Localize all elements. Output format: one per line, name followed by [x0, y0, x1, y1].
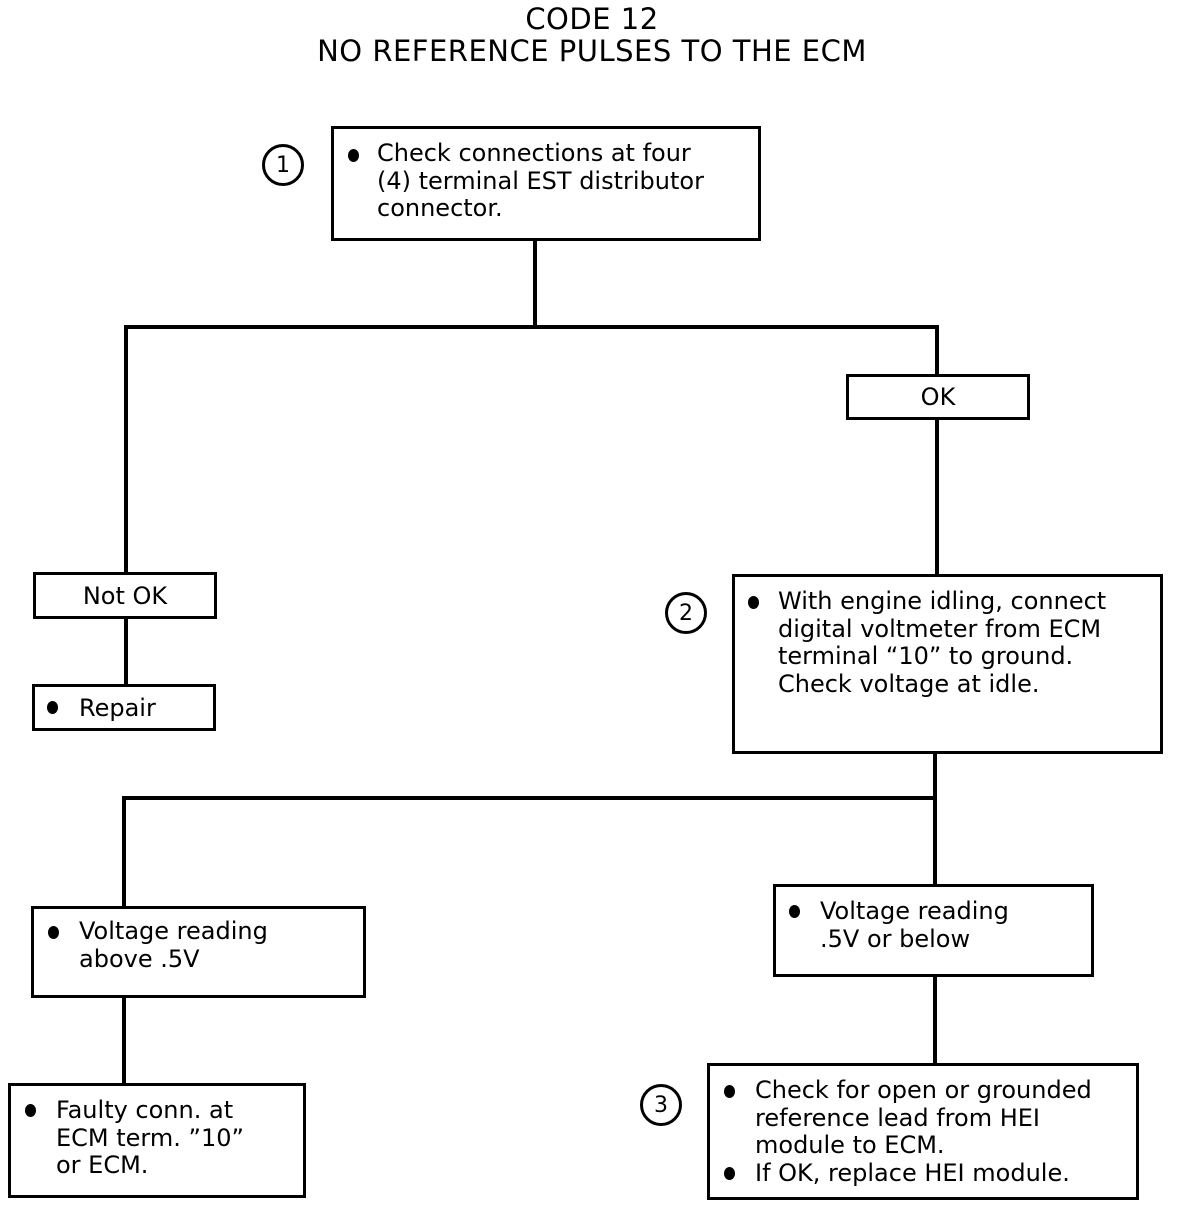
faulty-line-1: Faulty conn. at [56, 1096, 234, 1124]
step-1-line-1: Check connections at four [377, 139, 691, 167]
bullet-icon [724, 1085, 735, 1098]
voltage-above-line-2: above .5V [79, 945, 200, 973]
step-3-box: Check for open or grounded reference lea… [707, 1063, 1139, 1200]
faulty-line-2: ECM term. ”10” [56, 1123, 244, 1152]
step-3-line-1: Check for open or grounded [755, 1076, 1092, 1104]
step-3-marker: 3 [640, 1084, 682, 1126]
bullet-icon [48, 926, 59, 939]
voltage-below-line-2: .5V or below [820, 925, 971, 953]
step-2-line-3: terminal “10” to ground. [778, 642, 1074, 670]
step-3-number: 3 [654, 1092, 668, 1118]
bullet-icon [724, 1167, 735, 1180]
step-2-line-1: With engine idling, connect [778, 587, 1107, 615]
voltage-below-box: Voltage reading .5V or below [773, 884, 1094, 977]
step-1-number: 1 [276, 152, 290, 178]
repair-box: Repair [32, 684, 216, 731]
step-1-line-2: (4) terminal EST distributor [377, 166, 704, 195]
step-3-line-2: reference lead from HEI [755, 1103, 1040, 1132]
step-3-line-3: module to ECM. [755, 1131, 945, 1159]
step-3-line-4: If OK, replace HEI module. [755, 1158, 1070, 1187]
ok-box: OK [846, 374, 1030, 420]
step-2-marker: 2 [665, 592, 707, 634]
bullet-icon [748, 596, 759, 609]
step-2-box: With engine idling, connect digital volt… [732, 574, 1163, 754]
step-1-marker: 1 [262, 144, 304, 186]
diagram-title: CODE 12 [525, 2, 659, 36]
step-2-number: 2 [679, 600, 693, 626]
bullet-icon [25, 1104, 36, 1117]
step-2-line-4: Check voltage at idle. [778, 669, 1040, 698]
voltage-below-line-1: Voltage reading [820, 897, 1009, 925]
step-1-line-3: connector. [377, 194, 503, 222]
faulty-line-3: or ECM. [56, 1151, 149, 1179]
not-ok-box: Not OK [33, 572, 217, 619]
bullet-icon [47, 701, 58, 714]
not-ok-label: Not OK [82, 581, 168, 610]
repair-label: Repair [79, 694, 156, 722]
step-1-box: Check connections at four (4) terminal E… [331, 126, 761, 241]
voltage-above-box: Voltage reading above .5V [31, 906, 366, 998]
bullet-icon [348, 149, 359, 162]
bullet-icon [789, 905, 800, 918]
ok-label: OK [920, 383, 956, 411]
faulty-box: Faulty conn. at ECM term. ”10” or ECM. [8, 1083, 306, 1198]
diagram-subtitle: NO REFERENCE PULSES TO THE ECM [317, 34, 867, 68]
step-2-line-2: digital voltmeter from ECM [778, 614, 1102, 643]
voltage-above-line-1: Voltage reading [79, 917, 268, 945]
